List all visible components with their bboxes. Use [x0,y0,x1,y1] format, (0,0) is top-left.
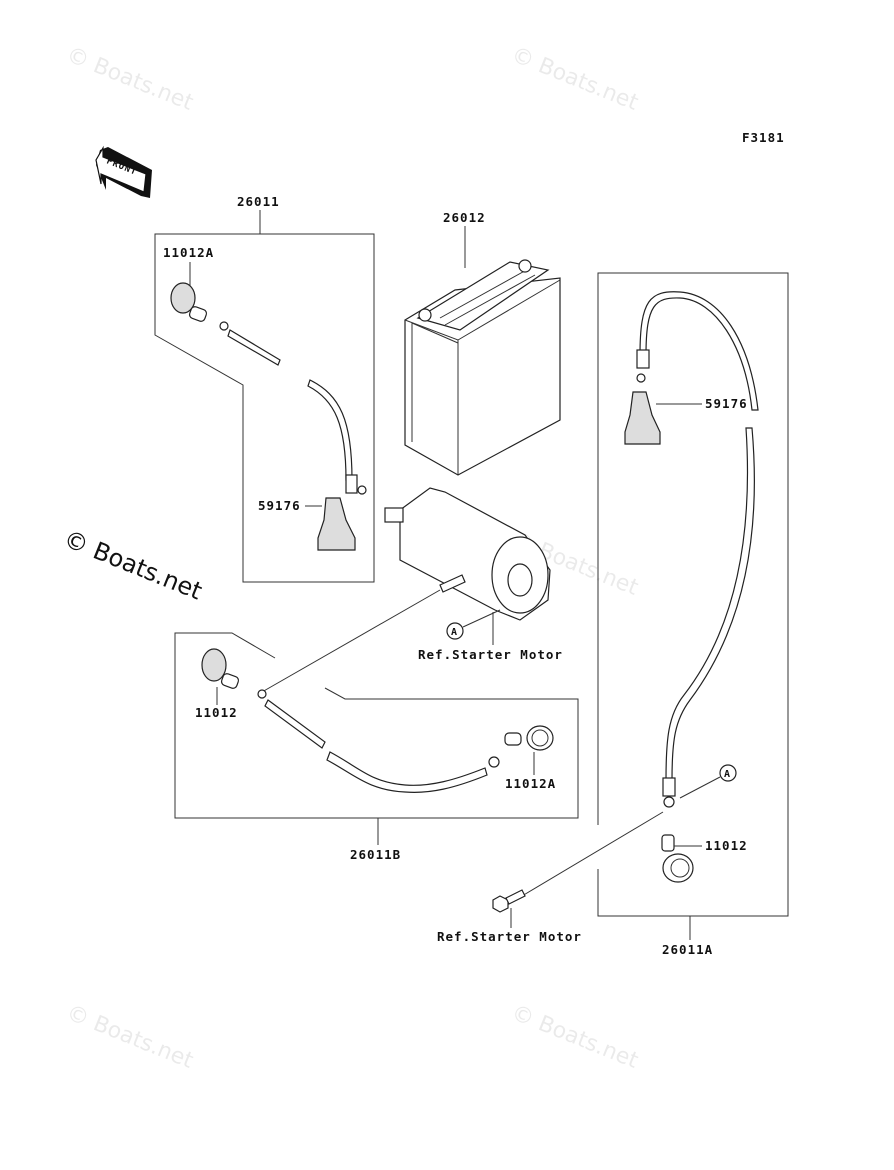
label-59176-left: 59176 [258,498,301,513]
group-box-26011a [597,272,789,917]
watermark-main: © Boats.net [60,525,206,606]
label-11012a-lower: 11012A [505,776,556,791]
group-box-26011b [174,632,579,819]
group-box-26011 [154,233,375,583]
label-ref-starter-motor-lower: Ref.Starter Motor [437,929,582,944]
cable-end-left [219,321,367,495]
label-26012: 26012 [443,210,486,225]
label-11012-right: 11012 [705,838,748,853]
terminal-boot-left [317,497,356,551]
label-11012a-left: 11012A [163,245,214,260]
ref-point-a-lower-label: A [724,769,730,780]
terminal-cap-right [661,834,694,883]
front-arrow-icon: FRONT [95,145,152,198]
label-ref-starter-motor-upper: Ref.Starter Motor [418,647,563,662]
ref-point-a-upper [446,622,464,640]
watermark: © Boats.net [63,1000,197,1074]
watermark: © Boats.net [63,42,197,116]
battery [404,259,561,476]
terminal-boot-right [624,391,661,445]
label-11012-lower: 11012 [195,705,238,720]
label-26011a: 26011A [662,942,713,957]
ref-point-a-lower [719,764,737,782]
figure-code: F3181 [742,130,785,145]
bolt [492,889,526,913]
label-59176-right: 59176 [705,396,748,411]
label-26011b: 26011B [350,847,401,862]
terminal-cap-lower [201,648,240,689]
cable-right [636,291,759,808]
watermark: © Boats.net [508,42,642,116]
terminal-cap-left [170,282,208,322]
watermark: © Boats.net [508,1000,642,1074]
label-26011: 26011 [237,194,280,209]
ref-point-a-upper-label: A [451,627,457,638]
cable-lower [257,689,554,793]
terminal-cap-lower-a [504,725,554,751]
starter-motor [384,487,551,621]
